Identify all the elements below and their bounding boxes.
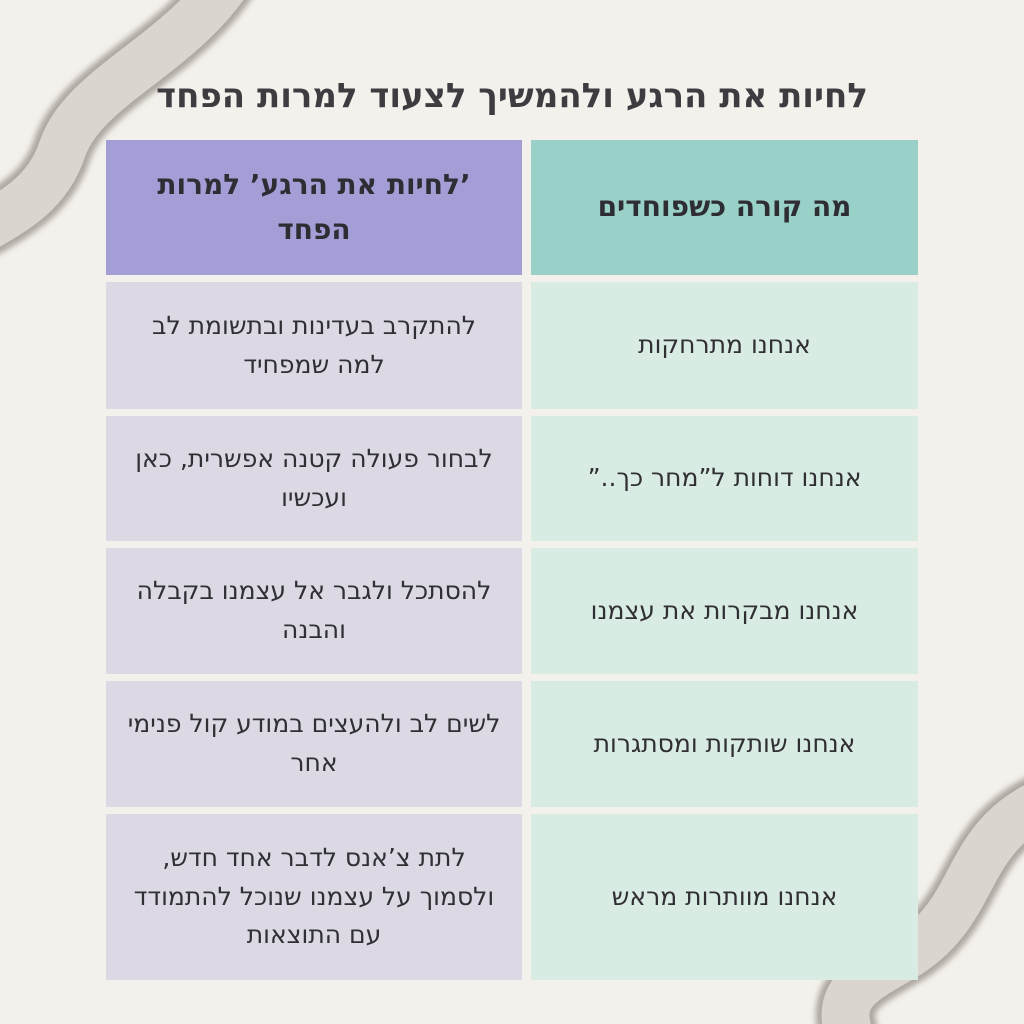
fear-cell: אנחנו דוחות ל”מחר כך..” (531, 416, 918, 541)
page-title: לחיות את הרגע ולהמשיך לצעוד למרות הפחד (156, 76, 868, 116)
live-cell: להתקרב בעדינות ובתשומת לב למה שמפחיד (106, 282, 522, 409)
table-row: אנחנו דוחות ל”מחר כך..” לבחור פעולה קטנה… (106, 416, 918, 541)
live-cell: להסתכל ולגבר אל עצמנו בקבלה והבנה (106, 548, 522, 674)
fear-cell: אנחנו מבקרות את עצמנו (531, 548, 918, 674)
live-cell: לתת צ’אנס לדבר אחד חדש, ולסמוך על עצמנו … (106, 814, 522, 980)
table-row: אנחנו מוותרות מראש לתת צ’אנס לדבר אחד חד… (106, 814, 918, 980)
comparison-table: מה קורה כשפוחדים ’לחיות את הרגע’ למרות ה… (106, 140, 918, 980)
table-row: אנחנו מבקרות את עצמנו להסתכל ולגבר אל עצ… (106, 548, 918, 674)
fear-cell: אנחנו מוותרות מראש (531, 814, 918, 980)
fear-cell: אנחנו מתרחקות (531, 282, 918, 409)
live-cell: לשים לב ולהעצים במודע קול פנימי אחר (106, 681, 522, 807)
table-row: אנחנו שותקות ומסתגרות לשים לב ולהעצים במ… (106, 681, 918, 807)
fear-cell: אנחנו שותקות ומסתגרות (531, 681, 918, 807)
table-header-row: מה קורה כשפוחדים ’לחיות את הרגע’ למרות ה… (106, 140, 918, 275)
header-what-happens-when-afraid: מה קורה כשפוחדים (531, 140, 918, 275)
header-living-the-moment-despite-fear: ’לחיות את הרגע’ למרות הפחד (106, 140, 522, 275)
table-row: אנחנו מתרחקות להתקרב בעדינות ובתשומת לב … (106, 282, 918, 409)
live-cell: לבחור פעולה קטנה אפשרית, כאן ועכשיו (106, 416, 522, 541)
